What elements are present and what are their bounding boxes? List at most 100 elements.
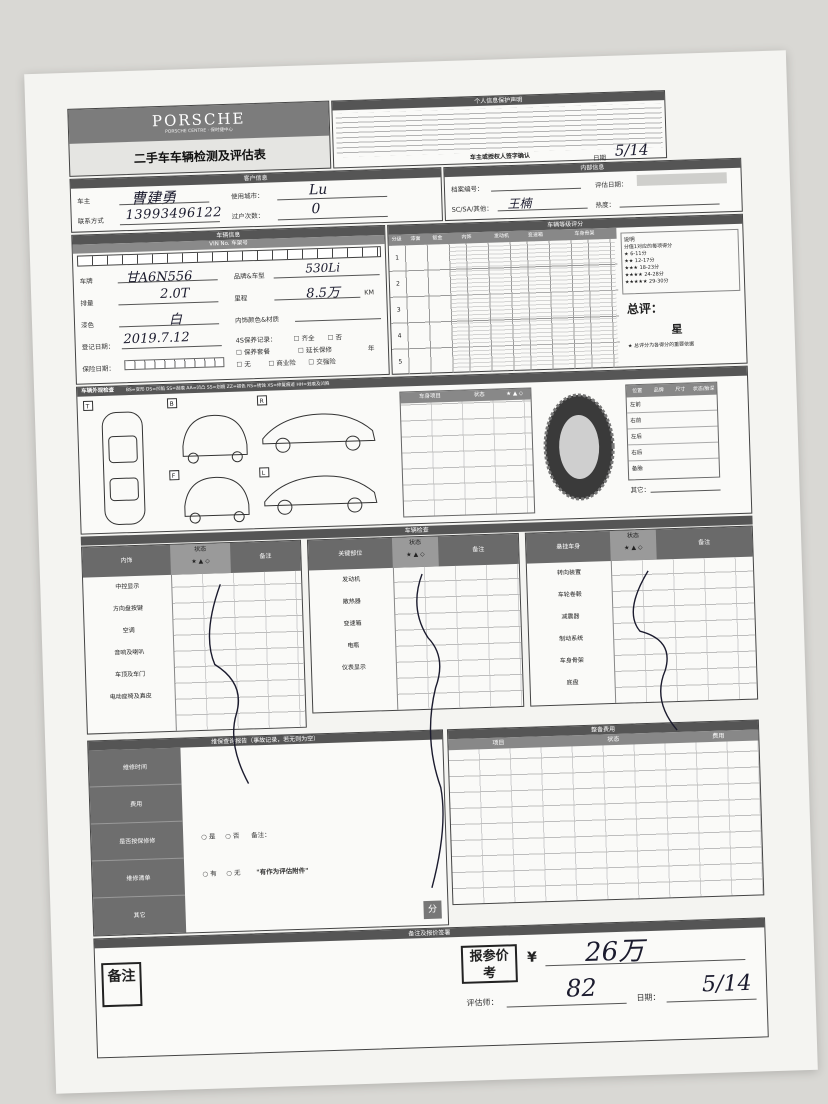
grade-2: 2 xyxy=(395,280,400,288)
contact-value: 13993496122 xyxy=(125,205,223,224)
cost-label: 费用 xyxy=(89,784,183,825)
item-gearbox: 变速箱 xyxy=(343,619,362,628)
customer-info: 客户信息 车主 曹建勇 使用城市： Lu 联系方式 13993496122 过户… xyxy=(69,167,443,233)
displacement-label: 排量 xyxy=(80,299,94,308)
header-brand-block: PORSCHE PORSCHE CENTRE · 保时捷中心 二手车车辆检测及评… xyxy=(67,100,332,177)
record-label: 4S保养记录： xyxy=(235,335,277,345)
date-label: 日期 xyxy=(592,153,607,163)
plate-label: 车牌 xyxy=(79,277,93,286)
vehicle-check: 车辆检查 内饰 状态★ ▲ ◇ 备注 中控显示 方向盘按键 空调 音响及喇叭 车… xyxy=(80,515,759,737)
chassis-remark-header: 备注 xyxy=(698,538,711,547)
body-marks-header: ★ ▲ ◇ xyxy=(506,390,524,398)
view-label-top: T xyxy=(85,403,90,410)
prep-header-item: 项目 xyxy=(492,739,505,747)
sign-date-value: 5/14 xyxy=(614,140,649,160)
maintenance-row-labels: 维修时间 费用 是否按保修修 维修清单 其它 xyxy=(88,747,187,936)
maintenance-report: 维保查询报告（事故记录，若无则为空） 维修时间 费用 是否按保修修 维修清单 其… xyxy=(87,729,450,937)
item-steering-buttons: 方向盘按键 xyxy=(112,604,144,613)
city-value: Lu xyxy=(308,181,328,199)
tire-image xyxy=(543,393,615,501)
tire-spare: 备胎 xyxy=(631,465,643,473)
chassis-status-header: 状态 xyxy=(626,532,640,540)
key-parts-check-panel: 关键部位 状态★ ▲ ◇ 备注 发动机 散热器 变速箱 电瓶 仪表显示 xyxy=(306,532,525,714)
insurance-business-option[interactable]: ☐ 商业险 xyxy=(268,358,296,368)
item-steering: 转向装置 xyxy=(556,568,582,577)
other-label: 其它 xyxy=(133,911,146,920)
city-label: 使用城市： xyxy=(230,191,264,201)
list-have-option[interactable]: ○ 有 xyxy=(202,869,217,879)
mileage-unit: KM xyxy=(364,288,375,297)
exterior-section-title: 车辆外观检查 xyxy=(81,387,115,395)
quote-signature: 备注及报价签署 备注 报参价考 ¥ 26万 评估师： 82 日期： 5/14 xyxy=(93,917,769,1059)
rating-note: ★ 总评分为各得分的重要依据 xyxy=(627,341,695,350)
file-no-label: 档案编号： xyxy=(450,184,484,194)
item-body-frame: 车身骨架 xyxy=(559,656,584,665)
warranty-yes-option[interactable]: ○ 是 xyxy=(201,832,216,842)
item-radiator: 散热器 xyxy=(342,597,362,606)
footer-date-value: 5/14 xyxy=(701,970,752,998)
repair-list-label: 维修清单 xyxy=(91,858,186,899)
reg-date-value: 2019.7.12 xyxy=(123,330,190,348)
rating-legend: 说明 分值1对应的每项得分 ★ 6-11分 ★★ 12-17分 ★★★ 18-2… xyxy=(620,228,741,295)
tire-table: 位置 品牌 尺寸 状态/胎深 左前 右前 左后 右后 备胎 xyxy=(625,381,721,481)
record-no-option[interactable]: ☐ 否 xyxy=(327,333,343,342)
chassis-items: 转向装置 车轮卷毂 减震器 制动系统 车身骨架 底盘 xyxy=(527,561,615,696)
rating-header-grade: 分级 xyxy=(391,236,402,243)
grade-4: 4 xyxy=(397,332,402,340)
item-engine: 发动机 xyxy=(342,575,361,584)
rating-header-paint: 漆面 xyxy=(410,235,421,243)
heat-label: 热度： xyxy=(595,200,616,210)
tire-header-brand: 品牌 xyxy=(653,387,664,394)
extended-warranty-option[interactable]: ☐ 延长保修 xyxy=(297,345,333,355)
car-diagrams: T B R F L xyxy=(82,395,378,525)
prep-costs: 整备费用 项目 状态 费用 xyxy=(446,719,765,906)
item-wheel-hub: 车轮卷毂 xyxy=(557,590,582,599)
body-status-header: 状态 xyxy=(473,391,485,399)
attachment-note: "有作为评估附件" xyxy=(256,866,309,877)
maintenance-score-badge: 分 xyxy=(423,900,442,920)
grade-3: 3 xyxy=(396,306,401,314)
footer-date-label: 日期： xyxy=(636,992,661,1003)
evaluator-label: 评估师： xyxy=(466,997,499,1008)
chassis-check-panel: 悬挂车身 状态★ ▲ ◇ 备注 转向装置 车轮卷毂 减震器 制动系统 车身骨架 … xyxy=(524,525,759,707)
tire-header-position: 位置 xyxy=(632,387,643,395)
transfer-value: 0 xyxy=(311,200,321,218)
record-full-option[interactable]: ☐ 齐全 xyxy=(293,334,315,343)
evaluator-signature: 82 xyxy=(565,973,598,1003)
warranty-no-option[interactable]: ○ 否 xyxy=(225,831,240,841)
car-front-view xyxy=(184,476,250,517)
list-none-option[interactable]: ○ 无 xyxy=(226,868,241,878)
prep-header-cost: 费用 xyxy=(712,732,725,740)
interior-marks: ★ ▲ ◇ xyxy=(191,557,210,566)
currency-symbol: ¥ xyxy=(526,949,538,966)
vehicle-info: 车辆信息 VIN No. 车架号 车牌 甘A6N556 品牌&车型 530Li … xyxy=(71,224,390,385)
interior-remark-header: 备注 xyxy=(259,552,272,561)
insurance-none-option[interactable]: ☐ 无 xyxy=(236,360,251,369)
displacement-value: 2.0T xyxy=(159,286,190,303)
item-electric-seats: 电动座椅及真皮 xyxy=(109,692,152,701)
car-right-view xyxy=(262,413,376,445)
warranty-remark-label: 备注： xyxy=(251,830,271,840)
chassis-title: 悬挂车身 xyxy=(556,542,581,551)
tire-other-label: 其它： xyxy=(630,485,651,495)
interior-check-panel: 内饰 状态★ ▲ ◇ 备注 中控显示 方向盘按键 空调 音响及喇叭 车顶及车门 … xyxy=(81,539,307,735)
interior-status-header: 状态 xyxy=(194,545,207,554)
view-label-right: R xyxy=(259,398,263,405)
plate-value: 甘A6N556 xyxy=(125,269,193,287)
key-remark-header: 备注 xyxy=(472,546,485,554)
internal-info: 内部信息 档案编号： 评估日期： SC/SA/其他： 王楠 热度： xyxy=(443,157,743,222)
package-option[interactable]: ☐ 保养套餐 xyxy=(235,347,271,357)
item-brake-system: 制动系统 xyxy=(559,634,584,643)
evaluation-form: PORSCHE PORSCHE CENTRE · 保时捷中心 二手车车辆检测及评… xyxy=(67,88,769,1069)
mileage-label: 里程 xyxy=(234,294,248,303)
key-parts-title: 关键部位 xyxy=(338,549,363,558)
insurance-compulsory-option[interactable]: ☐ 交强险 xyxy=(308,357,336,367)
key-status-header: 状态 xyxy=(408,538,422,547)
item-air-conditioning: 空调 xyxy=(122,627,135,635)
item-instrument: 仪表显示 xyxy=(341,663,367,672)
eval-date-label: 评估日期： xyxy=(594,180,628,190)
car-top-view xyxy=(101,411,146,525)
reg-date-label: 登记日期： xyxy=(81,342,115,352)
item-shock-absorber: 减震器 xyxy=(561,613,580,621)
item-battery: 电瓶 xyxy=(347,641,360,650)
